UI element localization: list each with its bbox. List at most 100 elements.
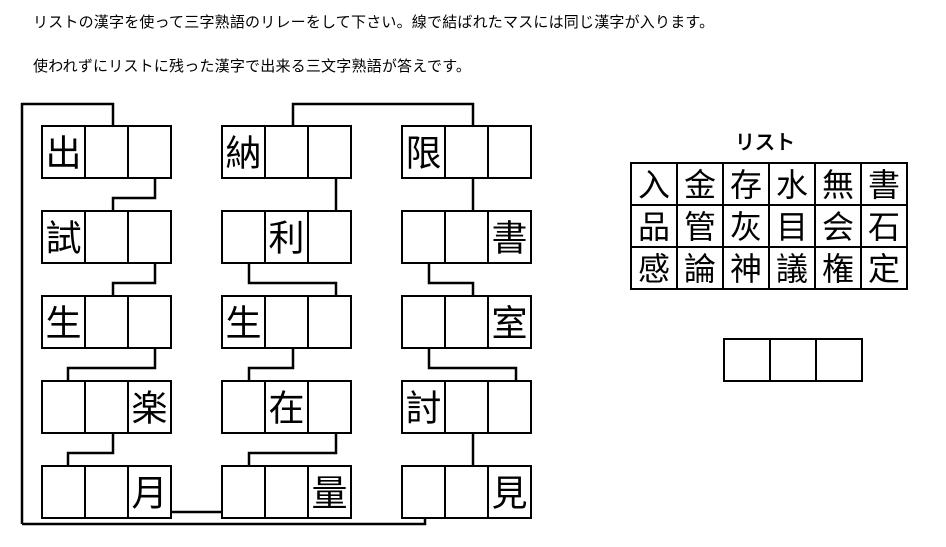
grid-cell[interactable] (401, 465, 446, 519)
grid-row: 納 (221, 125, 352, 179)
list-cell[interactable] (814, 246, 862, 290)
grid-cell[interactable] (264, 210, 309, 264)
answer-cell[interactable] (815, 338, 863, 382)
list-cell[interactable] (676, 162, 724, 206)
list-cell[interactable] (768, 204, 816, 248)
grid-cell-text: 討 (405, 389, 441, 430)
list-cell[interactable] (722, 204, 770, 248)
grid-cell[interactable] (444, 125, 489, 179)
grid-cell-text: 見 (491, 474, 527, 515)
grid-row: 限 (401, 125, 532, 179)
list-cell-text: 金 (684, 166, 716, 204)
grid-cell-text: 納 (225, 134, 261, 175)
grid-cell[interactable] (307, 125, 352, 179)
grid-cell[interactable] (127, 465, 172, 519)
grid-cell[interactable] (84, 380, 129, 434)
list-cell-text: 論 (684, 250, 716, 288)
grid-cell-text: 限 (405, 134, 441, 175)
grid-row: 試 (41, 210, 172, 264)
grid-cell[interactable] (487, 125, 532, 179)
grid-cell-text: 在 (268, 389, 304, 430)
list-cell[interactable] (630, 204, 678, 248)
grid-cell[interactable] (487, 380, 532, 434)
answer-cell[interactable] (769, 338, 817, 382)
grid-cell-text: 生 (45, 304, 81, 345)
grid-cell[interactable] (84, 295, 129, 349)
list-cell[interactable] (722, 162, 770, 206)
list-cell-text: 灰 (730, 208, 762, 246)
list-cell-text: 会 (822, 208, 854, 246)
list-cell-text: 水 (776, 166, 808, 204)
grid-cell[interactable] (401, 125, 446, 179)
list-cell-text: 議 (776, 250, 808, 288)
connector-bottom-outer-to-right (22, 518, 427, 526)
grid-cell[interactable] (41, 380, 86, 434)
grid-cell[interactable] (401, 210, 446, 264)
connector-top-middle-to-right (291, 102, 475, 126)
grid-cell[interactable] (264, 465, 309, 519)
connector-left-outer-wrap (20, 102, 115, 524)
grid-cell[interactable] (41, 125, 86, 179)
grid-cell[interactable] (444, 210, 489, 264)
grid-cell[interactable] (221, 210, 266, 264)
grid-cell[interactable] (221, 465, 266, 519)
list-cell[interactable] (860, 162, 908, 206)
grid-cell[interactable] (41, 295, 86, 349)
grid-row: 見 (401, 465, 532, 519)
connector-middle-row3-row4 (247, 433, 338, 466)
connector-right-row2-row3 (427, 348, 518, 381)
grid-cell[interactable] (307, 295, 352, 349)
grid-cell[interactable] (127, 125, 172, 179)
grid-cell[interactable] (307, 465, 352, 519)
grid-cell[interactable] (401, 380, 446, 434)
grid-cell[interactable] (41, 465, 86, 519)
puzzle-column-middle: 納 利 生 (221, 125, 352, 519)
grid-cell[interactable] (444, 380, 489, 434)
grid-cell[interactable] (264, 125, 309, 179)
list-cell[interactable] (814, 204, 862, 248)
grid-cell[interactable] (127, 210, 172, 264)
connector-right-row1-row2 (427, 263, 475, 296)
instruction-line-2: 使われずにリストに残った漢字で出来る三文字熟語が答えです。 (33, 57, 472, 75)
connector-left-row0-row1 (111, 178, 157, 211)
answer-boxes (723, 338, 863, 382)
grid-cell[interactable] (127, 380, 172, 434)
list-cell-text: 管 (684, 208, 716, 246)
grid-cell[interactable] (264, 380, 309, 434)
list-cell[interactable] (630, 246, 678, 290)
grid-cell-text: 室 (491, 304, 527, 345)
list-row: 感 論 神 議 権 定 (630, 246, 908, 290)
list-cell[interactable] (768, 246, 816, 290)
grid-row: 楽 (41, 380, 172, 434)
grid-cell[interactable] (487, 295, 532, 349)
grid-cell[interactable] (444, 465, 489, 519)
grid-cell[interactable] (444, 295, 489, 349)
list-cell-text: 書 (868, 166, 900, 204)
grid-cell[interactable] (127, 295, 172, 349)
grid-cell[interactable] (487, 210, 532, 264)
instruction-line-1: リストの漢字を使って三字熟語のリレーをして下さい。線で結ばれたマスには同じ漢字が… (33, 13, 715, 31)
grid-cell[interactable] (84, 125, 129, 179)
grid-cell[interactable] (401, 295, 446, 349)
grid-cell[interactable] (84, 465, 129, 519)
grid-row: 生 (221, 295, 352, 349)
grid-row: 利 (221, 210, 352, 264)
answer-cell[interactable] (723, 338, 771, 382)
list-title: リスト (735, 130, 795, 154)
grid-row: 書 (401, 210, 532, 264)
list-row: 品 管 灰 目 会 石 (630, 204, 908, 248)
list-cell-text: 品 (638, 208, 670, 246)
grid-cell[interactable] (307, 210, 352, 264)
list-cell[interactable] (860, 246, 908, 290)
list-cell-text: 定 (868, 250, 900, 288)
grid-cell[interactable] (307, 380, 352, 434)
grid-cell-text: 生 (225, 304, 261, 345)
connector-left-row3-row4 (66, 433, 115, 466)
grid-cell[interactable] (264, 295, 309, 349)
grid-cell[interactable] (84, 210, 129, 264)
grid-row: 生 (41, 295, 172, 349)
grid-cell[interactable] (487, 465, 532, 519)
grid-cell[interactable] (221, 380, 266, 434)
list-cell-text: 無 (822, 166, 854, 204)
